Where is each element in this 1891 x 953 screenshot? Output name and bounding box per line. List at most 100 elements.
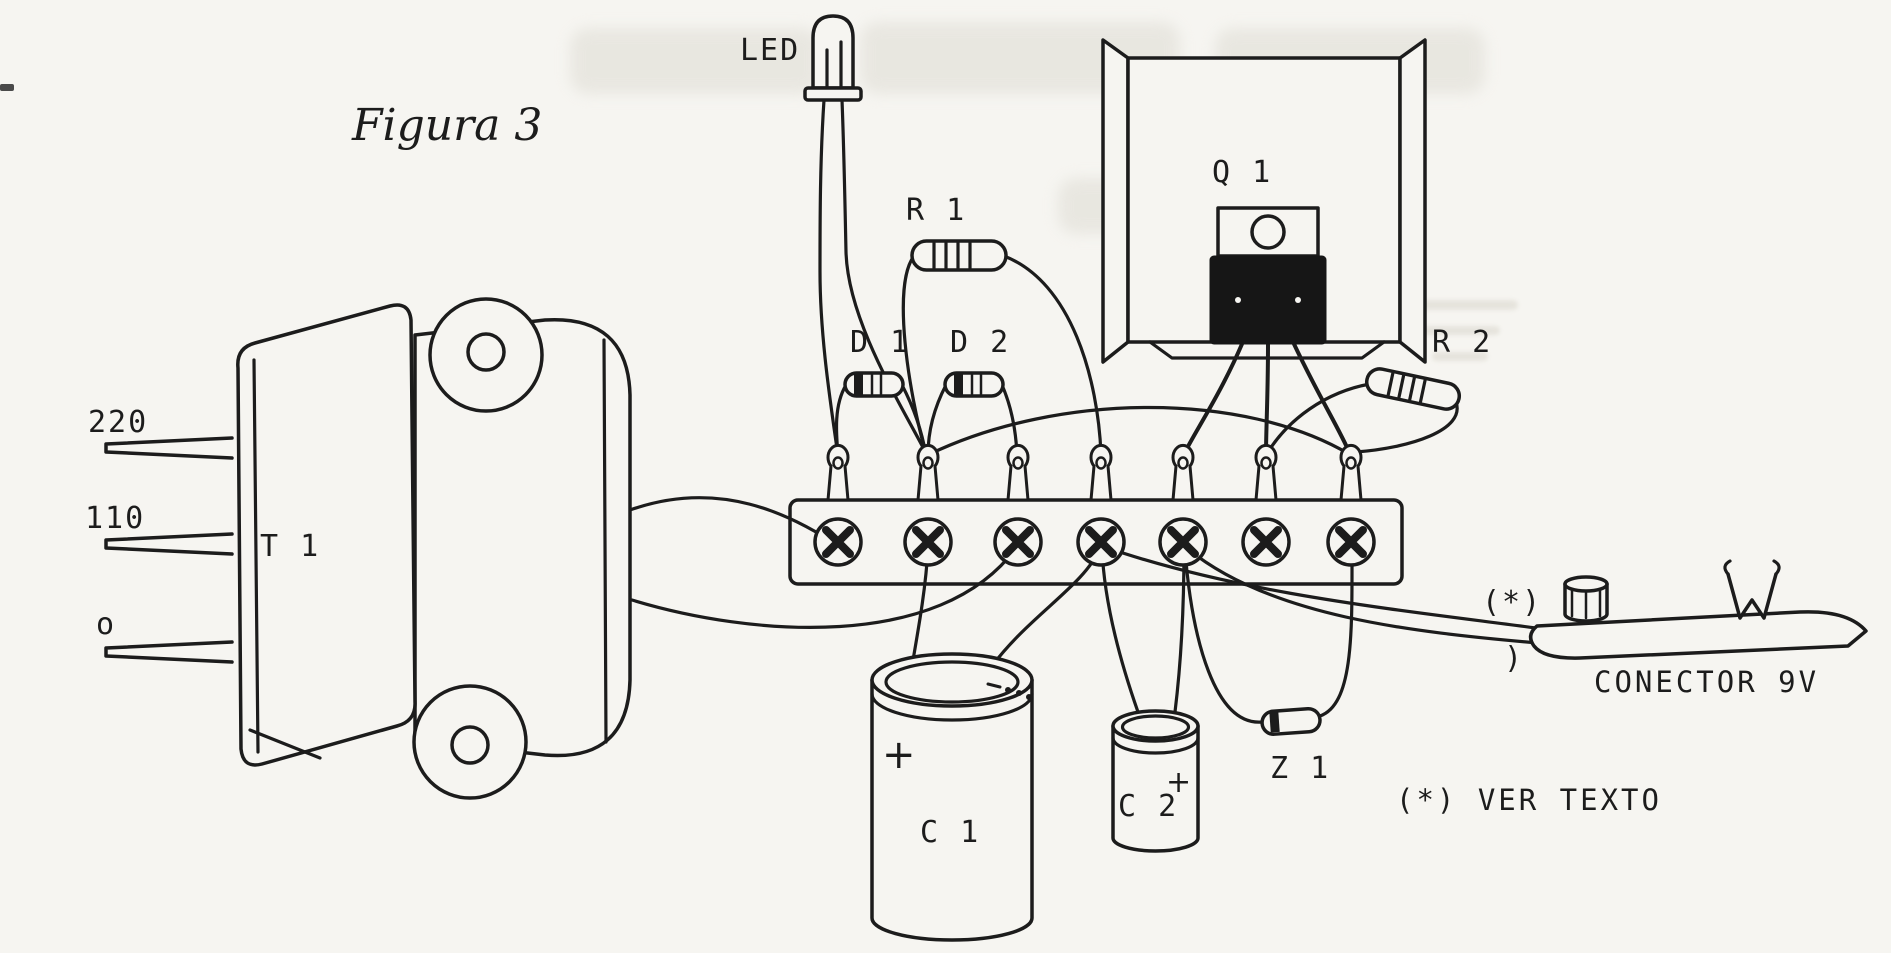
cap-seam bbox=[870, 692, 1034, 722]
wire bbox=[1103, 545, 1538, 630]
connector-note-mark: (*) bbox=[1482, 585, 1542, 620]
cap-top-inner-rim bbox=[884, 660, 1020, 704]
diode-stripes bbox=[870, 373, 883, 396]
t1-label: T 1 bbox=[260, 529, 320, 564]
transformer-t1 bbox=[104, 297, 632, 800]
print-bleedthrough bbox=[1432, 352, 1488, 361]
q1-tab-hole bbox=[1250, 214, 1286, 250]
resistor-bands bbox=[1386, 371, 1427, 404]
connector-stud-top bbox=[1563, 575, 1609, 593]
print-bleedthrough bbox=[1408, 326, 1500, 335]
led-label: LED bbox=[740, 33, 800, 68]
capacitor-c1 bbox=[870, 652, 1034, 942]
cap-body bbox=[1111, 724, 1200, 853]
terminal-lug bbox=[1006, 443, 1030, 502]
print-bleedthrough bbox=[570, 28, 820, 94]
resistor-bands bbox=[932, 241, 972, 270]
q1-body-highlight bbox=[1235, 297, 1241, 303]
terminal-lug bbox=[1339, 443, 1363, 502]
led-die-lines bbox=[825, 40, 843, 88]
terminal-lug bbox=[916, 443, 940, 502]
mounting-hole-top bbox=[466, 332, 506, 372]
transistor-q1 bbox=[1209, 206, 1327, 345]
cap-top-inner-rim bbox=[1120, 714, 1191, 740]
resistor-r2 bbox=[1364, 367, 1462, 411]
led-body bbox=[811, 14, 855, 90]
z1-label: Z 1 bbox=[1270, 751, 1330, 786]
cap-vent-dash bbox=[986, 682, 1002, 689]
tap-220-label: 220 bbox=[88, 405, 148, 440]
diode-body bbox=[943, 371, 1005, 398]
terminal-screw bbox=[815, 519, 861, 565]
zener-z1 bbox=[1260, 707, 1322, 736]
resistor-r1 bbox=[910, 239, 1008, 272]
capacitor-c2 bbox=[1111, 709, 1200, 853]
cap-seam bbox=[1111, 736, 1200, 755]
tap-110-label: 110 bbox=[85, 501, 145, 536]
led-flange bbox=[803, 86, 863, 102]
d1-label: D 1 bbox=[850, 325, 910, 360]
bell-fold-line bbox=[248, 728, 322, 760]
q1-body-highlight bbox=[1295, 297, 1301, 303]
connector-stud-ribs bbox=[1570, 588, 1602, 620]
hookup-wires bbox=[628, 98, 1540, 724]
cathode-band bbox=[1269, 710, 1280, 733]
diode-d2 bbox=[943, 371, 1005, 398]
diode-body bbox=[843, 371, 905, 398]
mounting-hole-bottom bbox=[450, 725, 490, 765]
terminal-screw bbox=[905, 519, 951, 565]
wire bbox=[1354, 400, 1459, 454]
wire bbox=[840, 98, 929, 457]
wire bbox=[1182, 342, 1244, 456]
diode-d1 bbox=[843, 371, 905, 398]
heatsink bbox=[1101, 38, 1427, 364]
print-bleedthrough bbox=[1398, 300, 1518, 310]
connector-clip-hook bbox=[1772, 559, 1781, 576]
connector-base bbox=[1528, 610, 1868, 660]
terminal-screw bbox=[1160, 519, 1206, 565]
r2-label: R 2 bbox=[1432, 325, 1492, 360]
cap-vent-dot bbox=[1016, 690, 1022, 696]
terminal-screw bbox=[995, 519, 1041, 565]
wire bbox=[1186, 547, 1540, 645]
q1-plastic-body bbox=[1209, 255, 1327, 345]
c1-label: C 1 bbox=[920, 815, 980, 850]
c2-label: C 2 bbox=[1118, 789, 1178, 824]
bell-seam-line bbox=[252, 358, 260, 754]
wire bbox=[928, 405, 1351, 456]
wire bbox=[1183, 548, 1264, 724]
terminal-lug bbox=[826, 443, 850, 502]
wire bbox=[1002, 254, 1103, 456]
scan-edge-artifact bbox=[0, 84, 14, 91]
cathode-band bbox=[954, 374, 963, 395]
c2-polarity-mark: + bbox=[1166, 765, 1191, 800]
c1-polarity-mark: + bbox=[882, 732, 916, 778]
connector-clip-hook bbox=[1723, 559, 1732, 576]
wire bbox=[630, 546, 1018, 629]
terminal-lug bbox=[1171, 443, 1195, 502]
cap-vent-dot bbox=[1026, 694, 1032, 700]
terminal-lug bbox=[1089, 443, 1113, 502]
wire bbox=[1318, 546, 1354, 718]
connector-paren-mark: ) bbox=[1504, 641, 1524, 676]
led bbox=[803, 14, 863, 102]
transformer-core bbox=[413, 317, 632, 758]
figure-caption: Figura 3 bbox=[351, 100, 542, 151]
diode-stripes bbox=[970, 373, 983, 396]
terminal-screw bbox=[1243, 519, 1289, 565]
q1-label: Q 1 bbox=[1212, 155, 1272, 190]
tap-0-label: o bbox=[96, 607, 116, 642]
terminal-screw bbox=[1078, 519, 1124, 565]
terminal-screw bbox=[1328, 519, 1374, 565]
wire bbox=[1264, 342, 1270, 456]
heatsink-right-flange bbox=[1398, 38, 1427, 364]
connector-label: CONECTOR 9V bbox=[1594, 665, 1819, 699]
r1-label: R 1 bbox=[906, 193, 966, 228]
wire bbox=[1266, 382, 1372, 454]
cathode-band bbox=[854, 374, 863, 395]
figure-footnote: (*) VER TEXTO bbox=[1396, 783, 1662, 817]
transformer-bell bbox=[236, 303, 417, 767]
terminal-lug bbox=[1254, 443, 1278, 502]
